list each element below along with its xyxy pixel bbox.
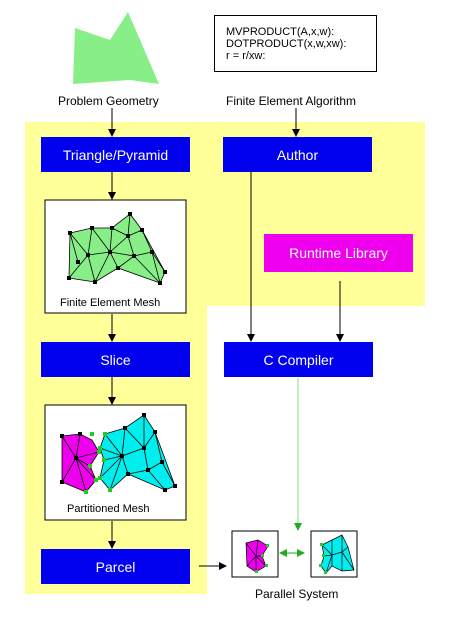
parallel-system-label: Parallel System [255,587,339,601]
partitioned-mesh-caption: Partitioned Mesh [67,503,150,515]
author-box: Author [223,137,372,172]
algorithm-code-box: MVPRODUCT(A,x,w): DOTPRODUCT(x,w,xw): r … [214,15,377,72]
fe-mesh-caption: Finite Element Mesh [60,297,161,309]
parcel-box: Parcel [41,549,190,584]
fe-algorithm-label: Finite Element Algorithm [226,94,357,108]
code-line: r = r/xw: [226,50,266,62]
slice-box: Slice [41,342,190,377]
parallel-right-mesh [319,534,355,574]
partitioned-mesh-graphic [60,413,177,494]
c-compiler-box: C Compiler [224,342,373,377]
parallel-left-mesh [245,539,269,573]
fe-mesh-graphic [67,212,167,285]
runtime-library-box: Runtime Library [264,234,413,272]
problem-geometry-shape [73,12,159,84]
problem-geometry-label: Problem Geometry [58,94,159,108]
code-line: MVPRODUCT(A,x,w): [226,26,335,38]
triangle-pyramid-box: Triangle/Pyramid [41,137,190,172]
code-line: DOTPRODUCT(x,w,xw): [226,38,347,50]
